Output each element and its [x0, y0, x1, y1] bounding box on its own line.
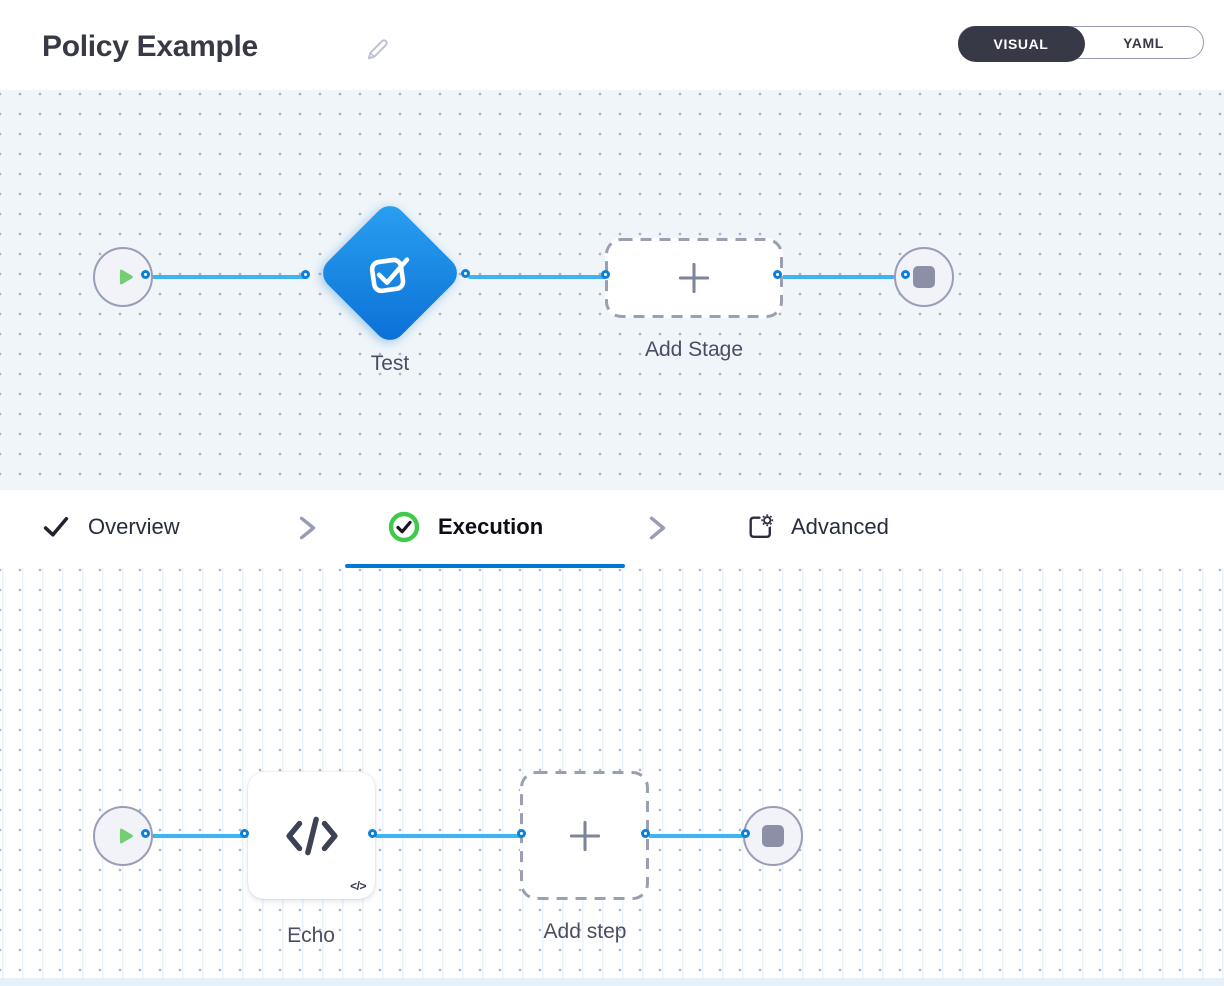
- chevron-right-icon: [646, 514, 668, 547]
- connector-endpoint: [741, 829, 750, 838]
- chevron-right-icon: [296, 514, 318, 547]
- tab-label: Execution: [438, 514, 544, 539]
- tab-advanced[interactable]: Advanced: [745, 490, 889, 564]
- check-icon: [42, 513, 70, 541]
- connector-endpoint: [601, 270, 610, 279]
- tab-overview[interactable]: Overview: [42, 490, 180, 564]
- code-icon: [285, 814, 339, 858]
- stop-icon: [762, 825, 784, 847]
- connector-line: [468, 275, 608, 279]
- stage-node-test[interactable]: [316, 199, 464, 347]
- page-title: Policy Example: [42, 30, 258, 63]
- stop-icon: [913, 266, 935, 288]
- step-node-echo[interactable]: </>: [248, 772, 375, 899]
- stage-canvas[interactable]: Test Add Stage: [0, 90, 1224, 490]
- view-toggle: VISUAL YAML: [957, 25, 1204, 62]
- canvas-edge-highlight: [0, 978, 1224, 986]
- advanced-settings-icon: [745, 512, 776, 543]
- plus-icon: [677, 261, 711, 295]
- add-step-label: Add step: [543, 920, 627, 943]
- studio-header: Policy Example VISUAL YAML: [0, 0, 1224, 90]
- connector-endpoint: [141, 829, 150, 838]
- connector-endpoint: [773, 270, 782, 279]
- connector-endpoint: [368, 829, 377, 838]
- edit-title-button[interactable]: [362, 34, 394, 66]
- visual-toggle-button[interactable]: VISUAL: [957, 25, 1085, 62]
- add-stage-button[interactable]: [605, 238, 783, 318]
- connector-line: [375, 834, 524, 838]
- step-end-node: [743, 806, 803, 866]
- connector-endpoint: [641, 829, 650, 838]
- check-box-icon: [361, 244, 419, 302]
- tab-label: Advanced: [791, 514, 889, 539]
- play-icon: [113, 265, 137, 289]
- tab-label: Overview: [88, 514, 180, 539]
- connector-line: [780, 275, 908, 279]
- connector-endpoint: [240, 829, 249, 838]
- connector-endpoint: [461, 269, 470, 278]
- step-canvas[interactable]: </> Echo Add step: [0, 568, 1224, 986]
- check-circle-icon: [388, 511, 420, 543]
- play-icon: [113, 824, 137, 848]
- active-tab-underline: [345, 564, 625, 568]
- step-type-badge: </>: [350, 879, 366, 893]
- connector-line: [148, 834, 248, 838]
- connector-endpoint: [901, 270, 910, 279]
- step-node-label: Echo: [287, 924, 335, 947]
- connector-endpoint: [517, 829, 526, 838]
- add-step-button[interactable]: [520, 771, 649, 900]
- connector-endpoint: [301, 270, 310, 279]
- plus-icon: [568, 819, 602, 853]
- connector-line: [148, 275, 308, 279]
- tab-bar: Overview Execution: [0, 490, 1224, 568]
- yaml-toggle-button[interactable]: YAML: [1084, 27, 1203, 58]
- stage-node-label: Test: [370, 352, 410, 375]
- connector-line: [648, 834, 748, 838]
- pencil-icon: [365, 38, 391, 65]
- add-stage-label: Add Stage: [644, 338, 744, 361]
- connector-endpoint: [141, 270, 150, 279]
- tab-execution[interactable]: Execution: [388, 490, 543, 564]
